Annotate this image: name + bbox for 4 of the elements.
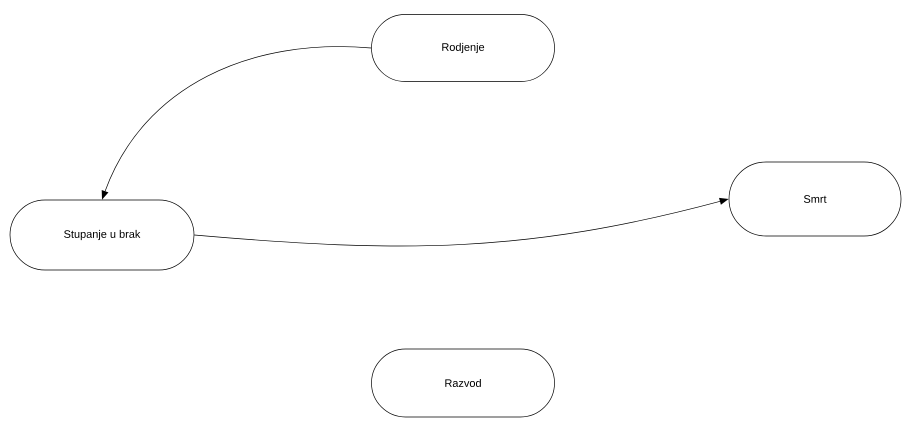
process-box: Stupanje u brak <box>10 200 194 270</box>
process-box: Smrt <box>728 162 902 236</box>
process-box: Rodjenje <box>371 14 555 82</box>
process-box: Razvod <box>371 348 555 418</box>
